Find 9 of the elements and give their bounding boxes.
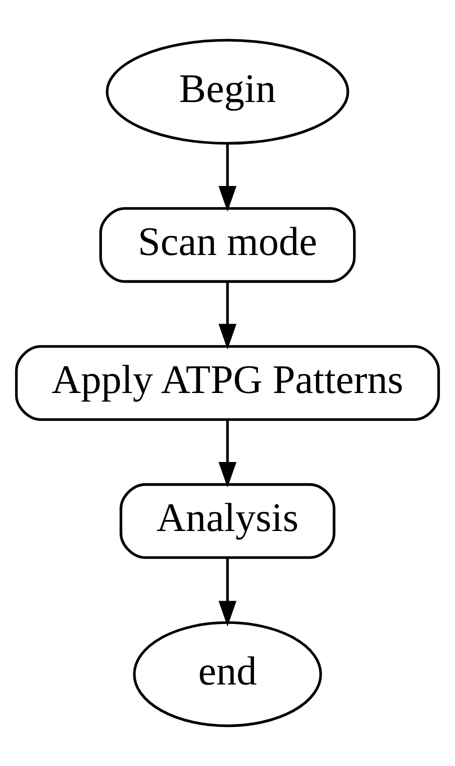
node-ellipse: end bbox=[132, 621, 322, 728]
arrow bbox=[218, 558, 236, 627]
node-box: Scan mode bbox=[99, 207, 356, 283]
arrow bbox=[218, 420, 236, 488]
arrow bbox=[218, 282, 236, 350]
node-ellipse: Begin bbox=[106, 38, 350, 145]
node-box: Analysis bbox=[120, 483, 336, 559]
node-box: Apply ATPG Patterns bbox=[15, 345, 440, 421]
arrow bbox=[218, 143, 236, 212]
